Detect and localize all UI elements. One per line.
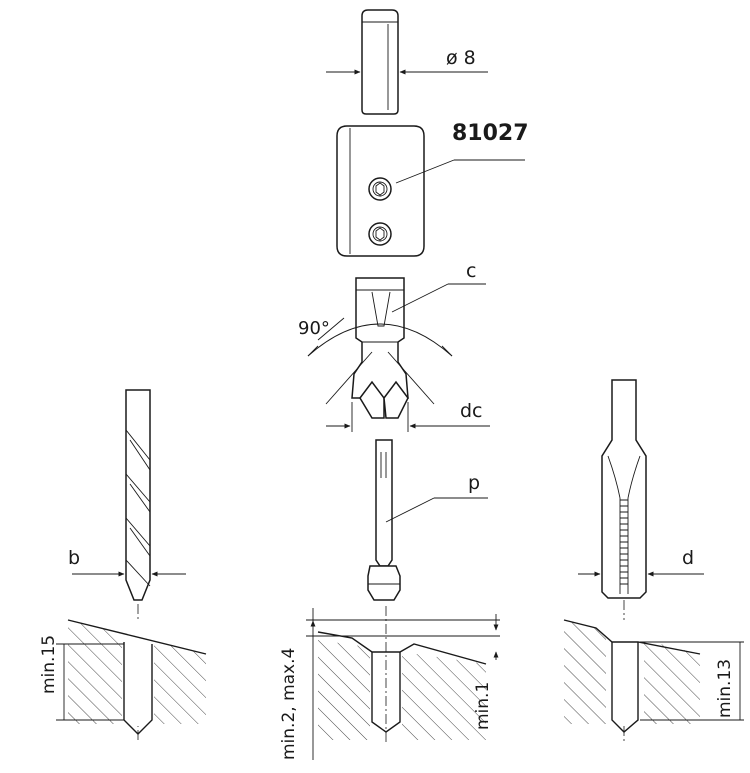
countersink-c [307,277,490,432]
pilot-p-label: p [468,472,480,494]
min13-label: min.13 [715,659,735,718]
min2-max4-label: min.2, max.4 [279,648,299,760]
shank-diameter-label: ø 8 [446,47,476,69]
workpiece-countersink [306,606,500,760]
part-number-label: 81027 [452,121,529,146]
angle-label: 90° [298,318,330,339]
set-screw-icon [368,177,392,201]
min1-label: min.1 [473,682,493,730]
set-screw-icon [368,222,392,246]
shank-8mm [326,9,488,115]
workpiece-drill [56,619,207,735]
pilot-p [367,439,488,601]
countersink-c-label: c [466,260,476,282]
workpiece-tap [563,619,744,733]
min15-label: min.15 [39,635,59,694]
b-label: b [68,547,80,569]
dc-label: dc [460,400,483,422]
adapter-body-81027 [336,125,525,257]
d-label: d [682,547,694,569]
